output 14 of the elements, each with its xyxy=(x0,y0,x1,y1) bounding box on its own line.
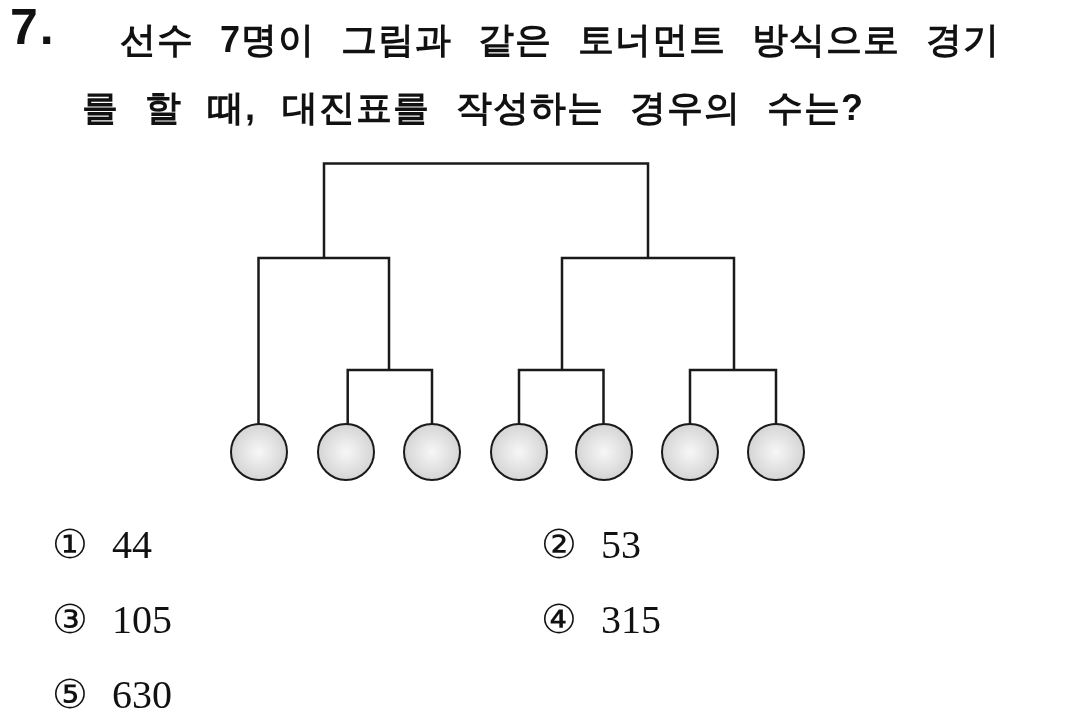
player-circle xyxy=(316,423,375,481)
player-circle xyxy=(403,423,461,481)
answer-choice: ② 53 xyxy=(541,521,641,569)
question-text: 선수 7명이 그림과 같은 토너먼트 방식으로 경기를 할 때, 대진표를 작성하는 경우의 수는? xyxy=(82,18,1002,130)
question-number: 7. xyxy=(10,2,56,52)
player-circle xyxy=(661,423,719,481)
answer-choice: ④ 315 xyxy=(541,596,661,644)
player-circle xyxy=(574,423,633,481)
player-circle xyxy=(229,423,288,481)
player-circle xyxy=(747,423,805,481)
answer-choice: ① 44 xyxy=(52,521,152,569)
player-circle xyxy=(490,423,548,481)
answer-choice: ③ 105 xyxy=(52,596,172,644)
answer-choice: ⑤ 630 xyxy=(52,671,172,719)
